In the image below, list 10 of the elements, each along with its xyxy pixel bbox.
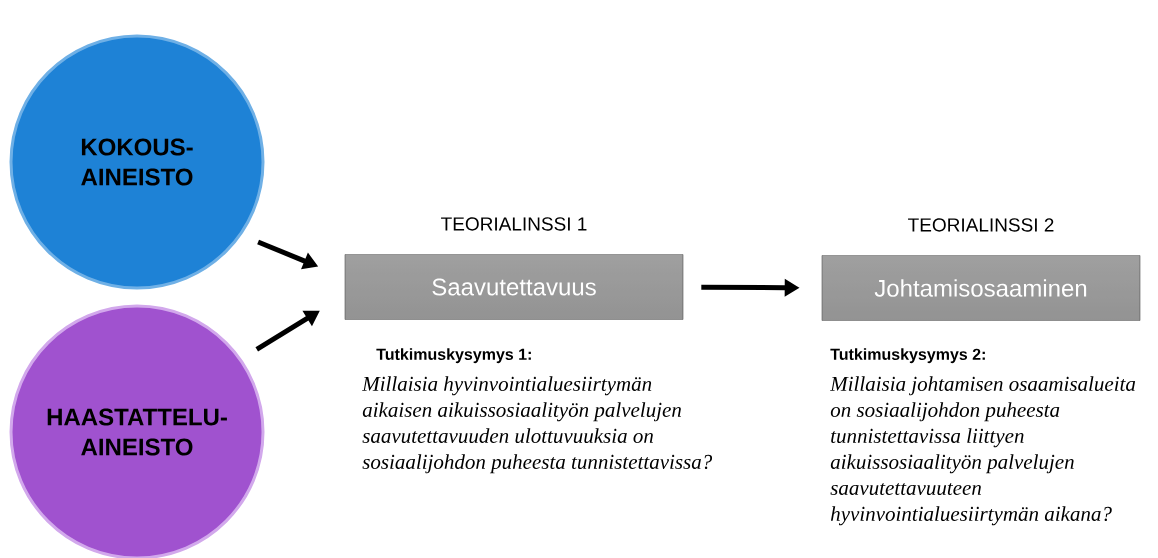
question-heading: Tutkimuskysymys 2:	[830, 348, 985, 364]
circle-node: HAASTATTELU- AINEISTO	[9, 304, 265, 558]
box-heading: TEORIALINSSI 2	[908, 218, 1054, 232]
process-box: Johtamisosaaminen	[821, 255, 1141, 321]
box-heading: TEORIALINSSI 1	[441, 217, 587, 231]
circle-node: KOKOUS- AINEISTO	[9, 34, 265, 290]
question-heading: Tutkimuskysymys 1:	[376, 348, 531, 364]
process-box: Saavutettavuus	[344, 254, 684, 320]
question-text: Millaisia hyvinvointialuesiirtymän aikaisen aikuissosiaalityön palvelujen saavutettavuuden ulottuvuuksia on sosiaalijohdon puheesta tunnistettavissa?	[361, 376, 713, 474]
question-text: Millaisia johtamisen osaamisalueita on sosiaalijohdon puheesta tunnistettavissa liittyen aikuissosiaalityön palvelujen saavutettavuuteen hyvinvointialuesiirtymän aikana?	[829, 376, 1136, 526]
